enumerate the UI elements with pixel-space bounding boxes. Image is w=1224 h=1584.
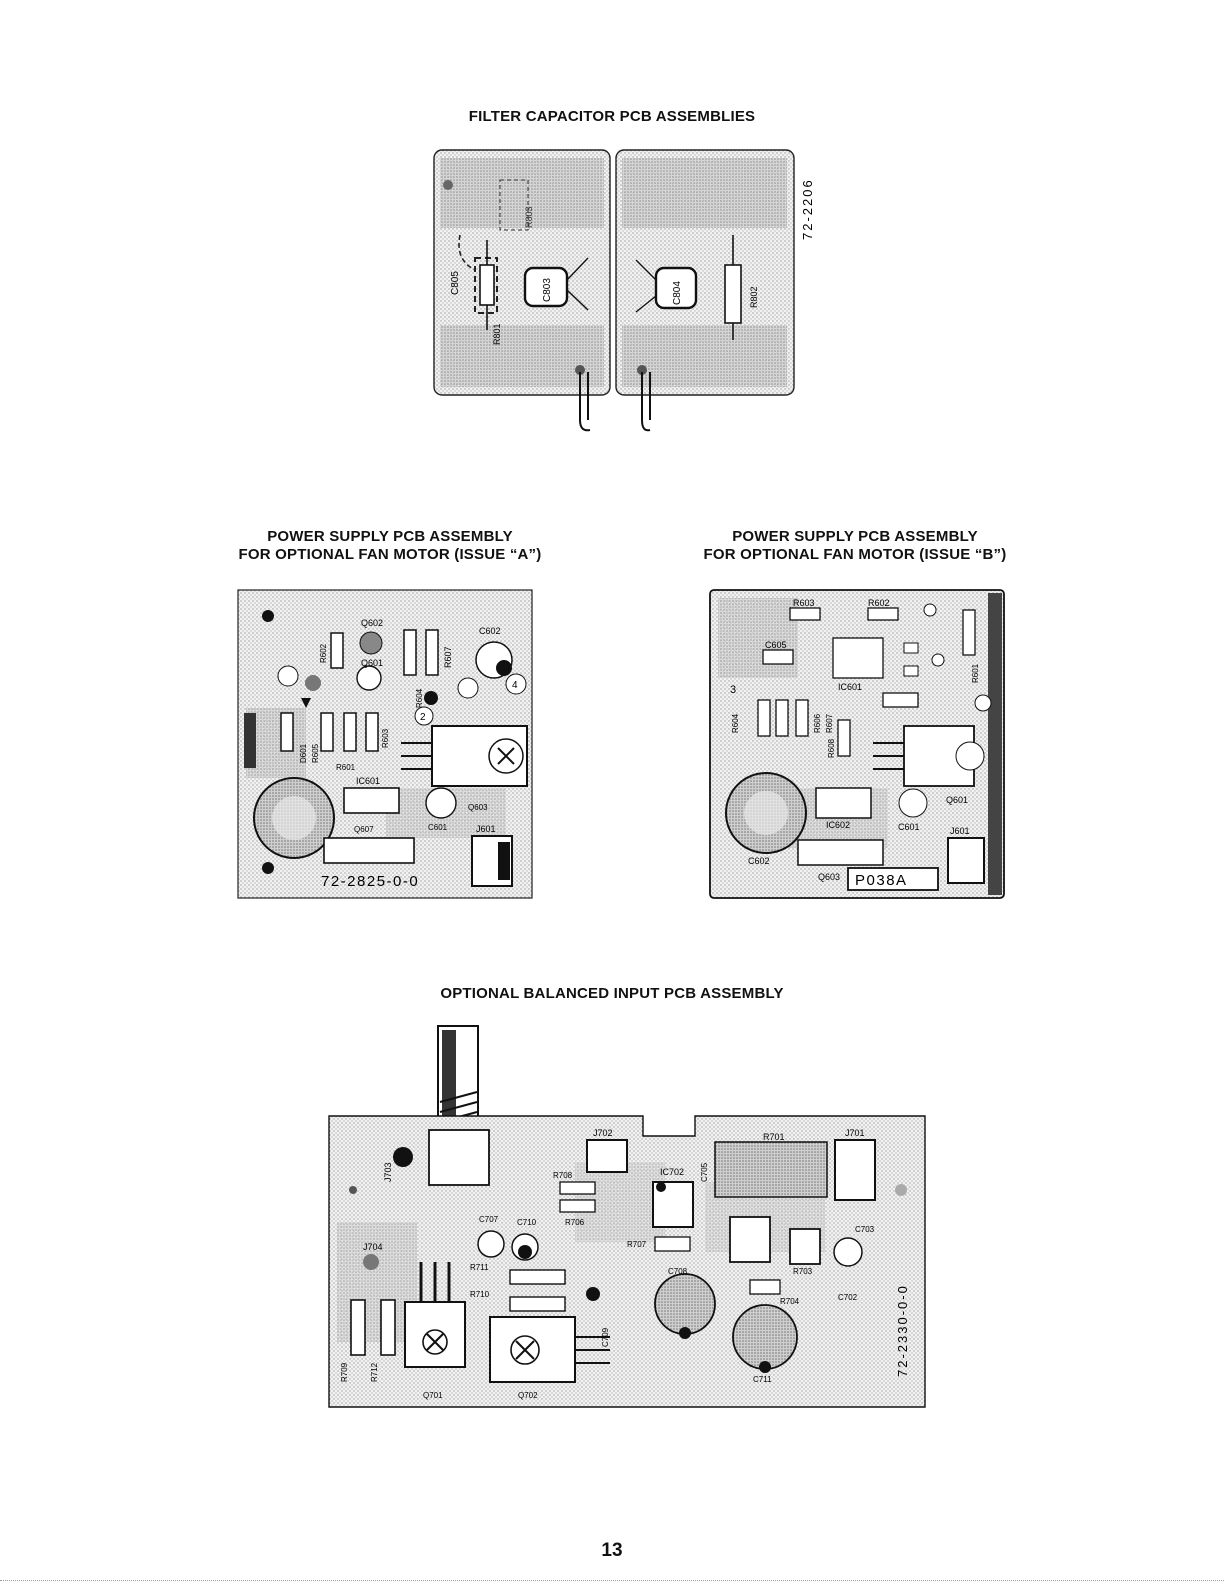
- ps-b-code-box: [847, 867, 939, 891]
- j702-connector: [586, 1139, 628, 1173]
- r707-label: R707: [627, 1240, 647, 1249]
- c805-label: C805: [450, 271, 461, 295]
- r704-label: R704: [780, 1297, 800, 1306]
- ps-b-j601-connector: [947, 837, 985, 884]
- j701-connector: [834, 1139, 876, 1201]
- ps-a-r605-label: R605: [311, 743, 320, 763]
- c711-label: C711: [753, 1375, 772, 1384]
- power-supply-a-diagram: Q602 Q601 R602 R607 C602 R604 2 4 D601 R…: [237, 589, 533, 899]
- ps-a-r602-label: R602: [319, 643, 328, 663]
- r706-label: R706: [565, 1218, 585, 1227]
- j702-label: J702: [593, 1128, 613, 1138]
- balanced-input-figure: J703 J702 R701 J701 R708 IC702 C705 C707…: [325, 1022, 935, 1414]
- power-supply-b-title-line1: POWER SUPPLY PCB ASSEMBLY: [732, 528, 978, 545]
- c803-capacitor: [523, 266, 569, 308]
- ps-b-r606-label: R606: [813, 713, 822, 733]
- q702-label: Q702: [518, 1391, 538, 1400]
- power-supply-a-figure: Q602 Q601 R602 R607 C602 R604 2 4 D601 R…: [236, 588, 536, 903]
- r708-label: R708: [553, 1171, 573, 1180]
- c711-capacitor: [732, 1304, 798, 1370]
- ps-b-board-code: P038A: [855, 872, 908, 889]
- balanced-input-title: OPTIONAL BALANCED INPUT PCB ASSEMBLY: [440, 985, 784, 1002]
- ic702-label: IC702: [660, 1167, 684, 1177]
- c705-label: C705: [700, 1162, 709, 1182]
- r802-label: R802: [749, 286, 759, 308]
- r803-label: R803: [524, 206, 534, 228]
- ps-a-q602-label: Q602: [361, 618, 383, 628]
- ps-b-q603-label: Q603: [818, 872, 840, 882]
- j701-label: J701: [845, 1128, 865, 1138]
- r703-label: R703: [793, 1267, 813, 1276]
- c710-label: C710: [517, 1218, 537, 1227]
- ps-b-j601-label: J601: [950, 826, 970, 836]
- ps-b-r601-label: R601: [971, 663, 980, 683]
- r710-label: R710: [470, 1290, 490, 1299]
- ps-b-q601-label: Q601: [946, 795, 968, 805]
- balanced-input-diagram: J703 J702 R701 J701 R708 IC702 C705 C707…: [328, 1025, 926, 1408]
- r712-label: R712: [370, 1362, 379, 1382]
- ps-b-c601-label: C601: [898, 822, 920, 832]
- ps-a-d601-label: D601: [299, 743, 308, 763]
- ps-b-r602-label: R602: [868, 598, 890, 608]
- filter-capacitor-figure: C805 R801 C803 R803 C804 R802 72-2206: [420, 140, 820, 440]
- balanced-part-number: 72-2330-0-0: [895, 1284, 910, 1377]
- ps-b-ic601-label: IC601: [838, 682, 862, 692]
- ps-b-c602-label: C602: [748, 856, 770, 866]
- filter-part-number: 72-2206: [800, 178, 815, 240]
- page-number: 13: [601, 1540, 623, 1561]
- power-supply-b-title: POWER SUPPLY PCB ASSEMBLY FOR OPTIONAL F…: [655, 528, 1055, 564]
- c804-capacitor: [654, 266, 698, 310]
- ps-a-j601-label: J601: [476, 824, 496, 834]
- r801-label: R801: [492, 323, 502, 345]
- ps-b-ic602-label: IC602: [826, 820, 850, 830]
- r801-resistor: [479, 264, 495, 306]
- power-supply-b-title-line2: FOR OPTIONAL FAN MOTOR (ISSUE “B”): [703, 546, 1007, 563]
- r711-label: R711: [470, 1263, 489, 1272]
- filter-capacitor-title: FILTER CAPACITOR PCB ASSEMBLIES: [468, 108, 756, 125]
- ps-b-r604-label: R604: [731, 713, 740, 733]
- ps-a-q607-label: Q607: [354, 825, 374, 834]
- filter-capacitor-diagram: C805 R801 C803 R803 C804 R802 72-2206: [433, 149, 815, 432]
- ps-a-r603-label: R603: [381, 728, 390, 748]
- q701-label: Q701: [423, 1391, 443, 1400]
- bottom-rule: [0, 1580, 1224, 1581]
- ps-a-part-number: 72-2825-0-0: [321, 873, 419, 890]
- c702-label: C702: [838, 1293, 858, 1302]
- ps-a-pin4-label: 4: [512, 680, 518, 691]
- ps-b-r607-label: R607: [825, 713, 834, 733]
- ps-b-pin3-label: 3: [730, 684, 736, 696]
- power-supply-b-figure: R603 R602 C605 IC601 R601 3 R604 R606 R6…: [708, 588, 1008, 903]
- c803-label: C803: [542, 278, 553, 302]
- j704-label: J704: [363, 1242, 383, 1252]
- c709-label: C709: [601, 1327, 610, 1347]
- ps-a-r601-label: R601: [336, 763, 356, 772]
- r802-resistor: [724, 264, 742, 324]
- ps-a-r604-label: R604: [415, 688, 424, 708]
- ps-a-c601-label: C601: [428, 823, 448, 832]
- c708-capacitor: [654, 1273, 716, 1335]
- ps-a-pin2-label: 2: [420, 712, 426, 723]
- ps-a-q603-label: Q603: [468, 803, 488, 812]
- j703-label: J703: [383, 1162, 393, 1182]
- ps-b-r603-label: R603: [793, 598, 815, 608]
- c804-label: C804: [672, 281, 683, 305]
- ps-b-c605-label: C605: [765, 640, 787, 650]
- ps-a-q601-label: Q601: [361, 658, 383, 668]
- c707-label: C707: [479, 1215, 499, 1224]
- ps-b-r608-label: R608: [827, 738, 836, 758]
- power-supply-a-title-line1: POWER SUPPLY PCB ASSEMBLY: [267, 528, 513, 545]
- ps-a-ic601-label: IC601: [356, 776, 380, 786]
- power-supply-a-title-line2: FOR OPTIONAL FAN MOTOR (ISSUE “A”): [238, 546, 542, 563]
- c703-label: C703: [855, 1225, 875, 1234]
- ps-a-r607-label: R607: [443, 646, 453, 668]
- power-supply-b-diagram: R603 R602 C605 IC601 R601 3 R604 R606 R6…: [709, 589, 1005, 899]
- ps-a-c602-label: C602: [479, 626, 501, 636]
- c708-label: C708: [668, 1267, 688, 1276]
- r709-label: R709: [340, 1362, 349, 1382]
- power-supply-a-title: POWER SUPPLY PCB ASSEMBLY FOR OPTIONAL F…: [190, 528, 590, 564]
- r701-pack: [714, 1141, 828, 1198]
- r701-label: R701: [763, 1132, 785, 1142]
